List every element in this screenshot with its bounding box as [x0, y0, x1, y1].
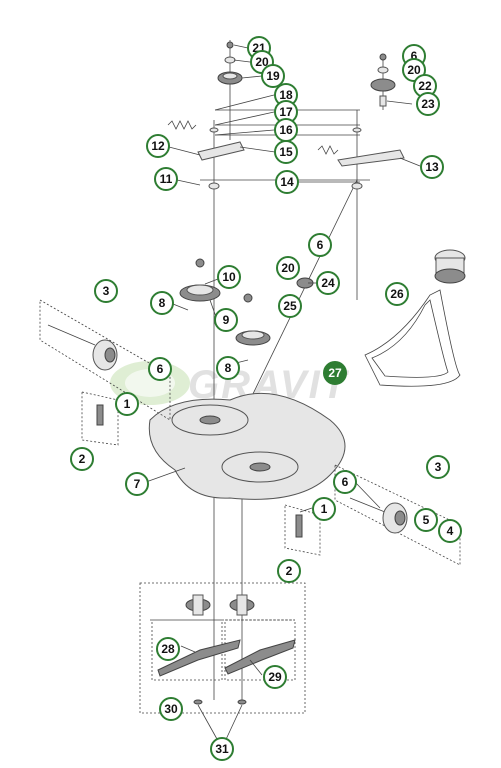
callout-22: 22: [413, 74, 437, 98]
deck-pulleys: [179, 258, 314, 346]
mower-deck: [148, 392, 346, 500]
gauge-wheel-left: [39, 299, 171, 421]
callout-3-left: 3: [94, 279, 118, 303]
callout-15: 15: [274, 140, 298, 164]
callout-3-right: 3: [426, 455, 450, 479]
callout-1-left: 1: [115, 392, 139, 416]
callout-26: 26: [385, 282, 409, 306]
callout-16: 16: [274, 118, 298, 142]
svg-text:6: 6: [411, 49, 418, 63]
svg-text:25: 25: [283, 299, 297, 313]
svg-text:31: 31: [215, 742, 229, 756]
callout-31: 31: [210, 737, 234, 761]
callout-10: 10: [217, 265, 241, 289]
svg-text:27: 27: [328, 366, 342, 380]
svg-text:13: 13: [425, 160, 439, 174]
svg-text:5: 5: [423, 513, 430, 527]
gauge-wheel-right: [334, 464, 461, 566]
svg-text:23: 23: [421, 97, 435, 111]
svg-text:24: 24: [321, 276, 335, 290]
callout-leaders: [145, 44, 421, 749]
callout-5: 5: [414, 508, 438, 532]
svg-text:4: 4: [447, 524, 454, 538]
callout-24: 24: [316, 271, 340, 295]
drive-belt: [364, 249, 466, 387]
svg-text:26: 26: [390, 287, 404, 301]
bracket-box-right: [284, 504, 321, 556]
svg-text:20: 20: [281, 261, 295, 275]
svg-text:28: 28: [161, 642, 175, 656]
callout-23: 23: [416, 92, 440, 116]
svg-text:8: 8: [159, 296, 166, 310]
callout-2-right: 2: [277, 559, 301, 583]
spindle-right: [229, 594, 255, 616]
svg-text:7: 7: [134, 477, 141, 491]
callout-27: 27: [323, 361, 347, 385]
svg-text:3: 3: [103, 284, 110, 298]
callout-17: 17: [274, 100, 298, 124]
bracket-box-left: [81, 391, 119, 446]
svg-text:30: 30: [164, 702, 178, 716]
blade-bolts: [193, 699, 247, 705]
svg-text:2: 2: [286, 564, 293, 578]
callout-12: 12: [146, 134, 170, 158]
idler-pulley-right: [370, 53, 396, 107]
spindle-left: [185, 594, 211, 616]
callout-9: 9: [214, 308, 238, 332]
svg-text:14: 14: [280, 175, 294, 189]
callout-4: 4: [438, 519, 462, 543]
callout-20-mid: 20: [276, 256, 300, 280]
svg-text:1: 1: [321, 502, 328, 516]
callout-6-mid: 6: [308, 233, 332, 257]
svg-text:8: 8: [225, 361, 232, 375]
svg-text:6: 6: [317, 238, 324, 252]
svg-text:22: 22: [418, 79, 432, 93]
svg-text:3: 3: [435, 460, 442, 474]
svg-text:15: 15: [279, 145, 293, 159]
svg-text:18: 18: [279, 88, 293, 102]
springs: [167, 120, 339, 155]
callout-6-right: 6: [333, 470, 357, 494]
callout-13: 13: [420, 155, 444, 179]
callouts: 21 20 19 18 17 16 15 12 11 14 6 20 22 23…: [70, 36, 462, 761]
callout-30: 30: [159, 697, 183, 721]
callout-2-left: 2: [70, 447, 94, 471]
svg-text:20: 20: [407, 63, 421, 77]
blade-left: [157, 639, 241, 677]
svg-text:17: 17: [279, 105, 293, 119]
idler-arms: [197, 127, 405, 190]
callout-1-right: 1: [312, 497, 336, 521]
callout-19: 19: [261, 64, 285, 88]
svg-text:6: 6: [157, 362, 164, 376]
callout-11: 11: [154, 167, 178, 191]
svg-text:19: 19: [266, 69, 280, 83]
callout-25: 25: [278, 294, 302, 318]
svg-text:9: 9: [223, 313, 230, 327]
svg-text:11: 11: [160, 172, 173, 186]
svg-text:29: 29: [268, 670, 282, 684]
svg-text:12: 12: [151, 139, 165, 153]
callout-8-center: 8: [216, 356, 240, 380]
callout-6-left: 6: [148, 357, 172, 381]
callout-8-left: 8: [150, 291, 174, 315]
svg-text:2: 2: [79, 452, 86, 466]
svg-text:1: 1: [124, 397, 131, 411]
svg-text:16: 16: [279, 123, 293, 137]
svg-text:6: 6: [342, 475, 349, 489]
callout-29: 29: [263, 665, 287, 689]
callout-28: 28: [156, 637, 180, 661]
svg-text:20: 20: [255, 55, 269, 69]
callout-14: 14: [275, 170, 299, 194]
callout-7: 7: [125, 472, 149, 496]
idler-pulley-upper: [217, 41, 243, 85]
blade-right: [224, 639, 296, 675]
svg-text:10: 10: [222, 270, 236, 284]
